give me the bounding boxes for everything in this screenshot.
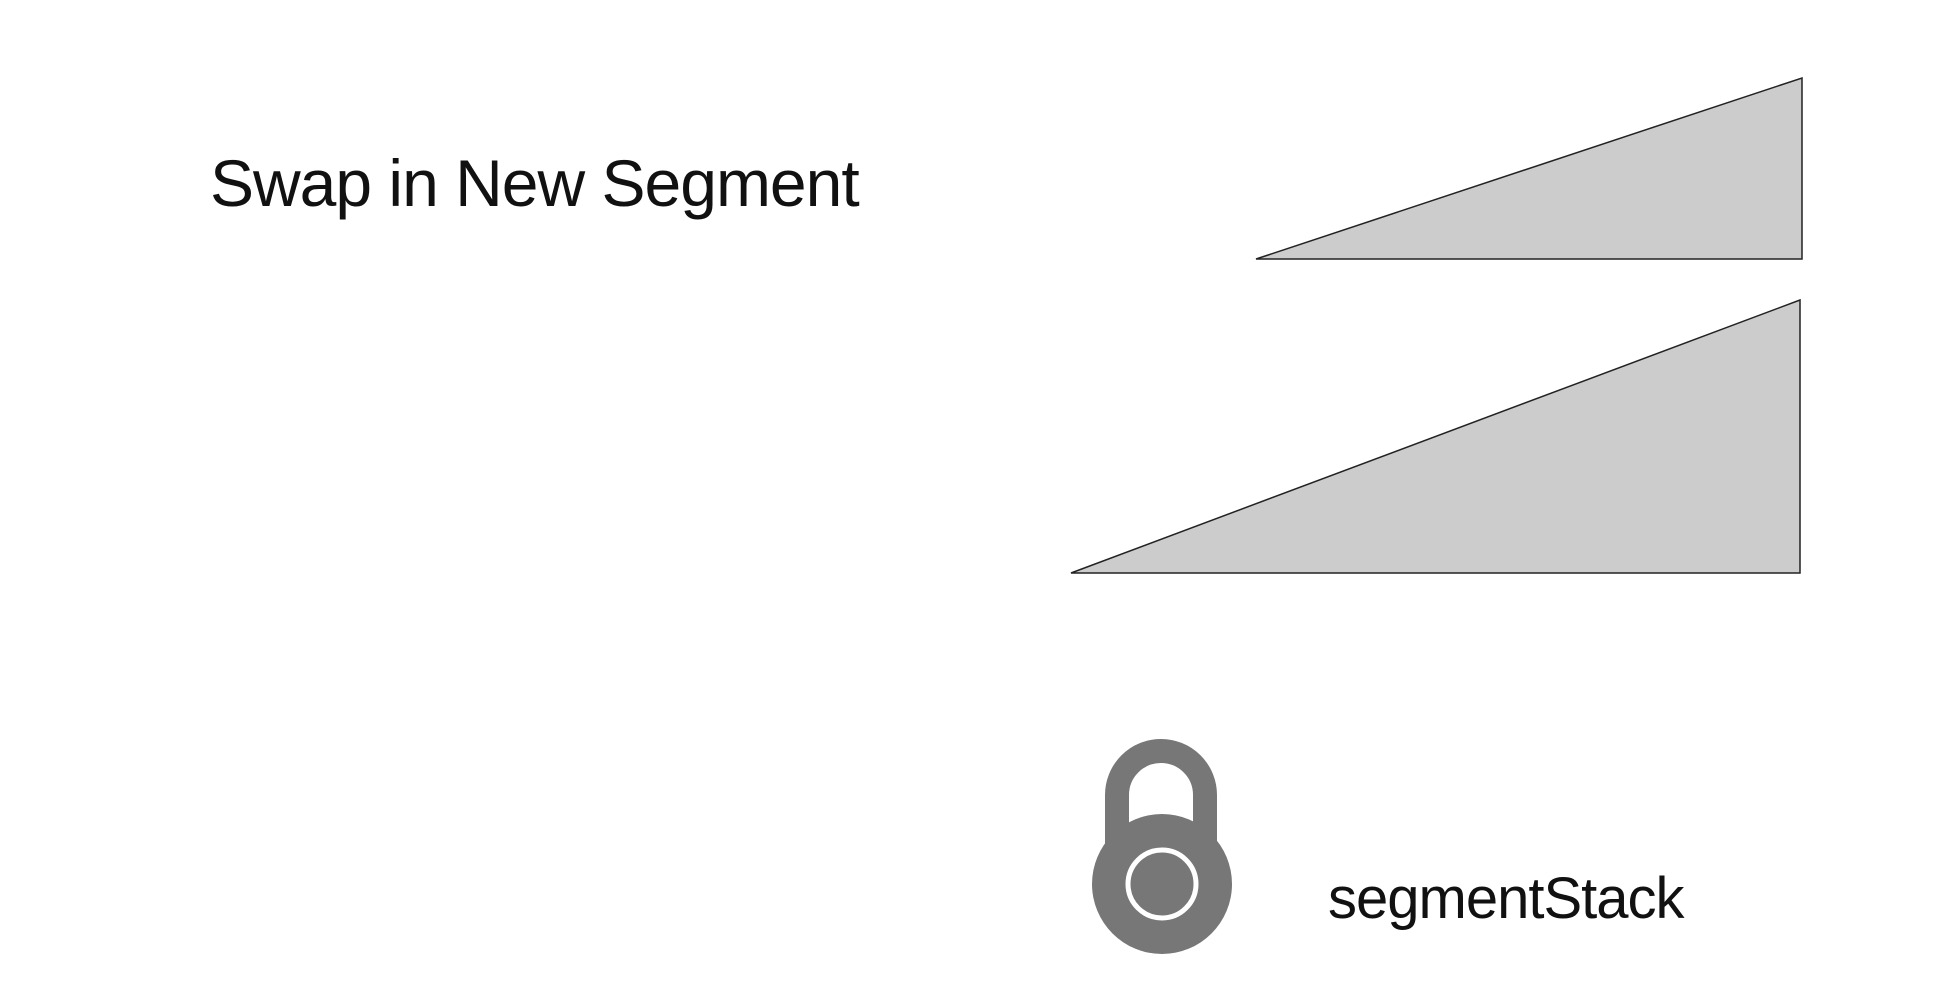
- slide-title: Swap in New Segment: [210, 146, 860, 220]
- segment-stack-label: segmentStack: [1328, 866, 1685, 931]
- segment-wedge-upper: [1255, 76, 1803, 260]
- lock-icon: [1092, 739, 1232, 954]
- segment-wedge-lower: [1070, 298, 1801, 574]
